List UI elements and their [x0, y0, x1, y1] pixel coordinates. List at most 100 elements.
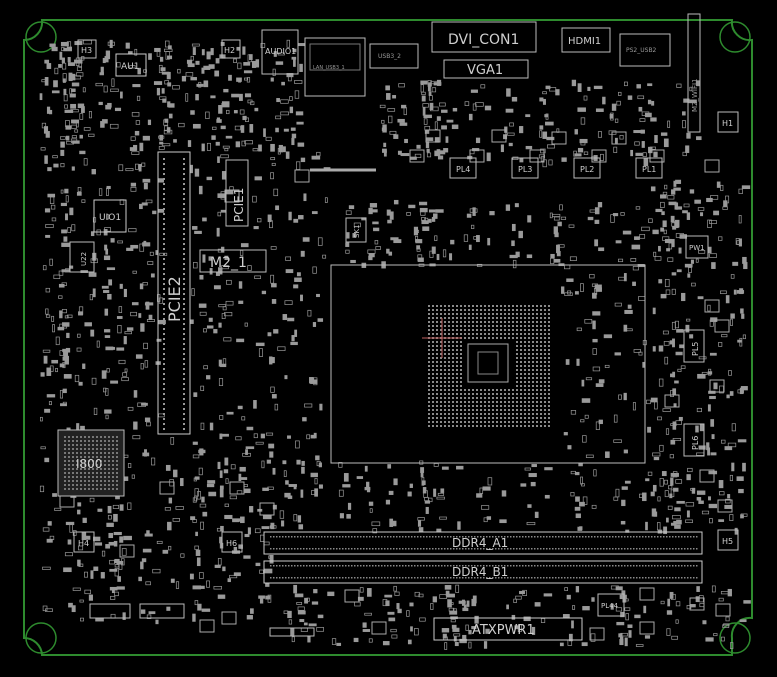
- cpu-pad: [436, 353, 438, 355]
- cpu-pad: [540, 325, 542, 327]
- ddr-pin: [546, 548, 548, 550]
- cpu-pad: [436, 341, 438, 343]
- smd-component: [423, 114, 432, 119]
- chipset-pad: [100, 468, 102, 470]
- cpu-pad: [544, 337, 546, 339]
- smd-component: [245, 449, 248, 455]
- chipset-pad: [104, 456, 106, 458]
- smd-component: [462, 634, 467, 643]
- smd-component: [609, 113, 614, 119]
- smd-component: [166, 55, 173, 60]
- cpu-pad: [488, 417, 490, 419]
- cpu-pad: [540, 373, 542, 375]
- cpu-pad: [432, 373, 434, 375]
- smd-component: [62, 78, 66, 83]
- cpu-pad: [524, 389, 526, 391]
- smd-component: [197, 603, 202, 611]
- cpu-pad: [508, 305, 510, 307]
- smd-component: [618, 91, 622, 96]
- smd-component: [711, 434, 715, 440]
- pcie-pin: [163, 173, 165, 175]
- smd-component: [632, 281, 636, 286]
- chipset-pad: [104, 452, 106, 454]
- ddr-pin: [315, 548, 317, 550]
- smd-component: [219, 488, 224, 498]
- chipset-pad: [104, 468, 106, 470]
- smd-component: [675, 601, 681, 607]
- smd-component: [463, 604, 467, 611]
- smd-component: [148, 314, 153, 320]
- smd-component: [476, 493, 483, 498]
- pcie-pin: [183, 413, 185, 415]
- ddr-pin: [282, 565, 284, 567]
- ic-package: [224, 189, 240, 203]
- smd-component: [131, 474, 135, 479]
- ddr-pin: [366, 548, 368, 550]
- ddr-pin: [663, 565, 665, 567]
- cpu-pad: [492, 313, 494, 315]
- cpu-pad: [536, 361, 538, 363]
- smd-component: [686, 212, 691, 220]
- cpu-pad: [448, 345, 450, 347]
- smd-component: [593, 85, 603, 90]
- cpu-pad: [528, 309, 530, 311]
- smd-component: [105, 414, 109, 420]
- pcie-pin: [163, 323, 165, 325]
- smd-component: [409, 483, 413, 488]
- smd-component: [217, 461, 221, 470]
- cpu-pad: [524, 365, 526, 367]
- smd-component: [265, 136, 272, 141]
- ddr-pin: [375, 548, 377, 550]
- smd-component: [724, 504, 733, 509]
- cpu-pad: [432, 397, 434, 399]
- smd-component: [710, 195, 719, 200]
- smd-component: [70, 109, 79, 113]
- smd-component: [157, 178, 164, 183]
- smd-component: [224, 457, 229, 466]
- pcie-pin: [163, 343, 165, 345]
- smd-component: [437, 155, 444, 160]
- smd-component: [114, 567, 119, 577]
- smd-component: [253, 433, 258, 439]
- smd-component: [42, 527, 50, 532]
- cpu-pad: [428, 409, 430, 411]
- ddr-pin: [327, 536, 329, 538]
- smd-component: [420, 470, 424, 478]
- ddr-pin: [492, 548, 494, 550]
- smd-component: [362, 622, 367, 628]
- chipset-pad: [104, 472, 106, 474]
- cpu-pad: [484, 413, 486, 415]
- ddr-pin: [654, 548, 656, 550]
- cpu-pad: [460, 397, 462, 399]
- smd-component: [675, 351, 683, 356]
- pcie-pin: [183, 423, 185, 425]
- chipset-pad: [80, 436, 82, 438]
- cpu-pad: [432, 325, 434, 327]
- ic-package: [529, 149, 545, 163]
- cpu-pad: [520, 389, 522, 391]
- cpu-pad: [540, 313, 542, 315]
- ddr-pin: [549, 565, 551, 567]
- chipset-pad: [100, 464, 102, 466]
- smd-component: [404, 138, 408, 144]
- cpu-pad: [452, 417, 454, 419]
- ddr-pin: [669, 536, 671, 538]
- ddr-pin: [516, 536, 518, 538]
- ddr-pin: [321, 536, 323, 538]
- chipset-pad: [76, 452, 78, 454]
- smd-component: [583, 151, 589, 155]
- cpu-pad: [524, 409, 526, 411]
- cpu-pad: [516, 373, 518, 375]
- smd-component: [684, 263, 693, 268]
- ddr-pin: [693, 548, 695, 550]
- cpu-pad: [500, 397, 502, 399]
- chipset-pad: [96, 460, 98, 462]
- smd-component: [301, 466, 305, 474]
- smd-component: [605, 451, 610, 458]
- cpu-pad: [516, 337, 518, 339]
- cpu-pad: [512, 413, 514, 415]
- ddr-pin: [315, 577, 317, 579]
- cpu-pad: [428, 341, 430, 343]
- smd-component: [511, 240, 515, 247]
- smd-component: [253, 226, 259, 230]
